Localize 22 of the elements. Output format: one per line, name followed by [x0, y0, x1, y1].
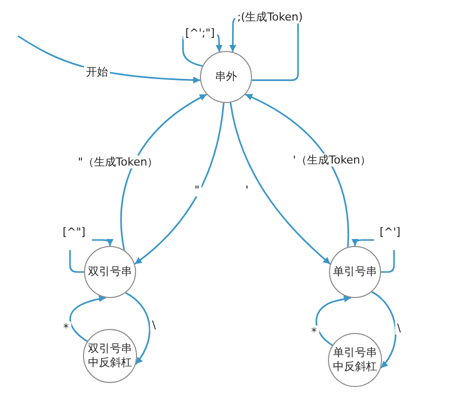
arrow [244, 94, 350, 248]
state-circle: 双引号串中反斜杠 [83, 329, 137, 383]
arrow [371, 291, 396, 368]
arrow [69, 295, 106, 342]
state-circle: 双引号串 [84, 246, 136, 298]
edge-label: 开始 [84, 66, 110, 78]
arrow [316, 295, 352, 346]
arrow [120, 94, 208, 250]
edge-label: [^"] [60, 226, 88, 238]
edge-label: [^';"] [183, 26, 217, 40]
edge-label: \ [150, 318, 158, 332]
arrow [125, 292, 150, 365]
state-circle: 单引号串 [329, 246, 381, 298]
edge-label: ;(生成Token) [235, 10, 305, 24]
edge-label: [^'] [378, 226, 402, 238]
arrow [230, 102, 331, 265]
state-circle: 串外 [200, 51, 252, 103]
arrow [352, 239, 395, 273]
edge-label: \ [395, 322, 403, 334]
state-circle: 单引号串中反斜杠 [328, 333, 382, 387]
arrow [69, 239, 114, 273]
arrow [134, 102, 224, 265]
